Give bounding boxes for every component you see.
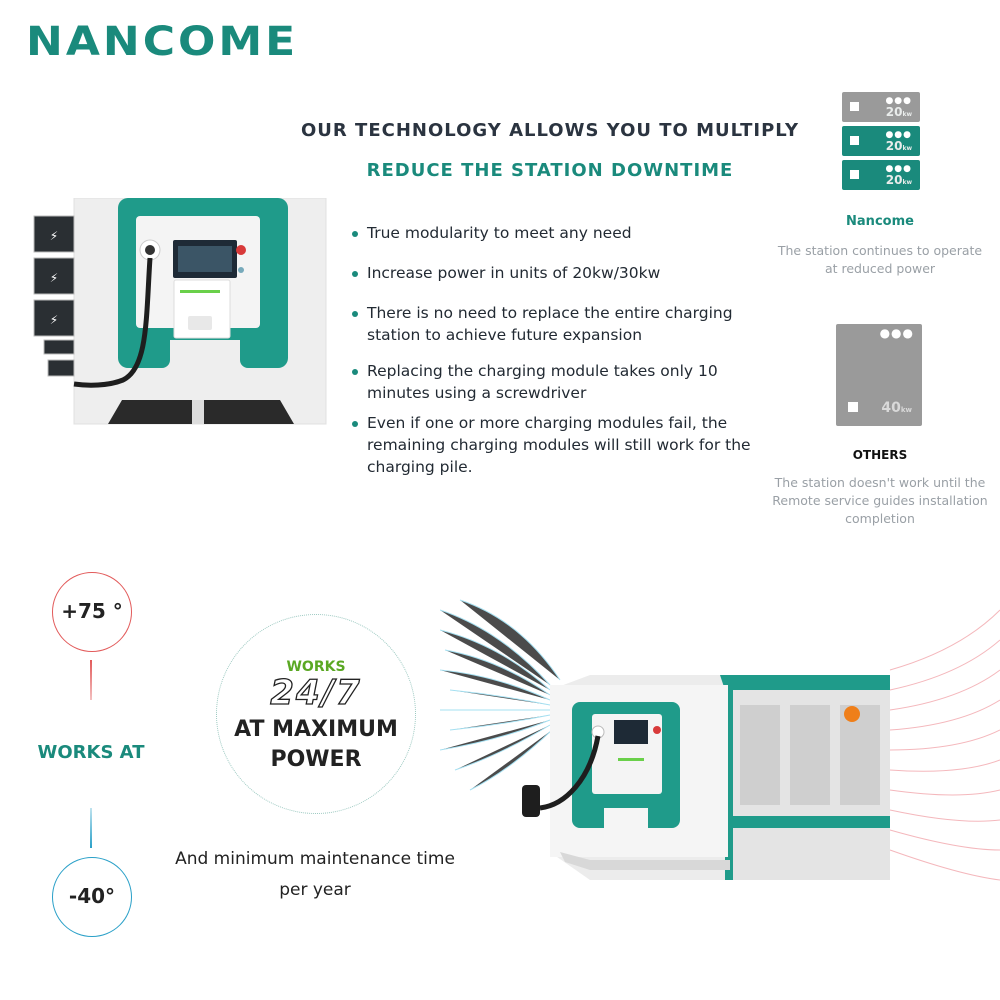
svg-text:⚡: ⚡ [50,229,58,243]
min-temperature-circle: -40° [52,857,132,937]
module-unit: kw [902,145,912,152]
headline-multiply: OUR TECHNOLOGY ALLOWS YOU TO MULTIPLY [301,120,799,141]
badge-max-line: AT MAXIMUM [234,717,398,742]
feature-item: Replacing the charging module takes only… [352,360,782,404]
max-temperature: +75 ° [61,599,123,623]
module-power: 20 [885,139,903,153]
others-module: ●●● 40kw [836,324,922,426]
charger-front-image: ⚡ ⚡ ⚡ [33,198,327,425]
maintenance-text: And minimum maintenance time per year [175,849,455,900]
works-24-7-badge: WORKS 24/7 AT MAXIMUM POWER [216,614,416,814]
module-power: 20 [885,105,903,119]
module-unit: kw [902,111,912,118]
badge-hours: 24/7 [270,672,362,713]
module-icons: ⚡ ⚡ ⚡ [33,215,75,377]
module-dots-icon: ●●● [885,96,912,106]
feature-item: Even if one or more charging modules fai… [352,412,782,478]
feature-item: True modularity to meet any need [352,222,782,244]
max-temperature-circle: +75 ° [52,572,132,652]
cold-connector-line [90,808,92,848]
feature-item: There is no need to replace the entire c… [352,302,782,346]
svg-text:⚡: ⚡ [50,271,58,285]
others-description: The station doesn't work until the Remot… [772,475,988,526]
module-power: 20 [885,173,903,187]
works-at-label: WORKS AT [37,742,145,763]
badge-power-line: POWER [270,747,362,772]
hot-airflow-icon [889,609,1000,881]
nancome-description: The station continues to operate at redu… [777,243,983,276]
others-label: OTHERS [852,448,908,462]
cold-airflow-icon [440,599,561,791]
module-square-icon [848,402,858,412]
headline-downtime: REDUCE THE STATION DOWNTIME [366,160,734,181]
module-unit: kw [900,406,912,414]
module-dots-icon: ●●● [879,326,914,340]
module-dots-icon: ●●● [885,164,912,174]
module-failed: ●●● 20kw [842,92,920,122]
module-square-icon [850,170,859,179]
module-power: 40 [881,400,901,416]
feature-item: Increase power in units of 20kw/30kw [352,262,782,284]
nancome-logo: NANCOME [26,18,299,65]
module-square-icon [850,136,859,145]
module-working: ●●● 20kw [842,126,920,156]
module-square-icon [850,102,859,111]
nancome-label: Nancome [846,214,914,229]
module-dots-icon: ●●● [885,130,912,140]
charger-airflow-image [440,599,1000,881]
module-working: ●●● 20kw [842,160,920,190]
min-temperature: -40° [68,884,116,908]
module-unit: kw [902,179,912,186]
badge-works: WORKS [286,659,346,675]
svg-text:⚡: ⚡ [50,313,58,327]
hot-connector-line [90,660,92,700]
feature-list: True modularity to meet any need Increas… [352,222,782,478]
